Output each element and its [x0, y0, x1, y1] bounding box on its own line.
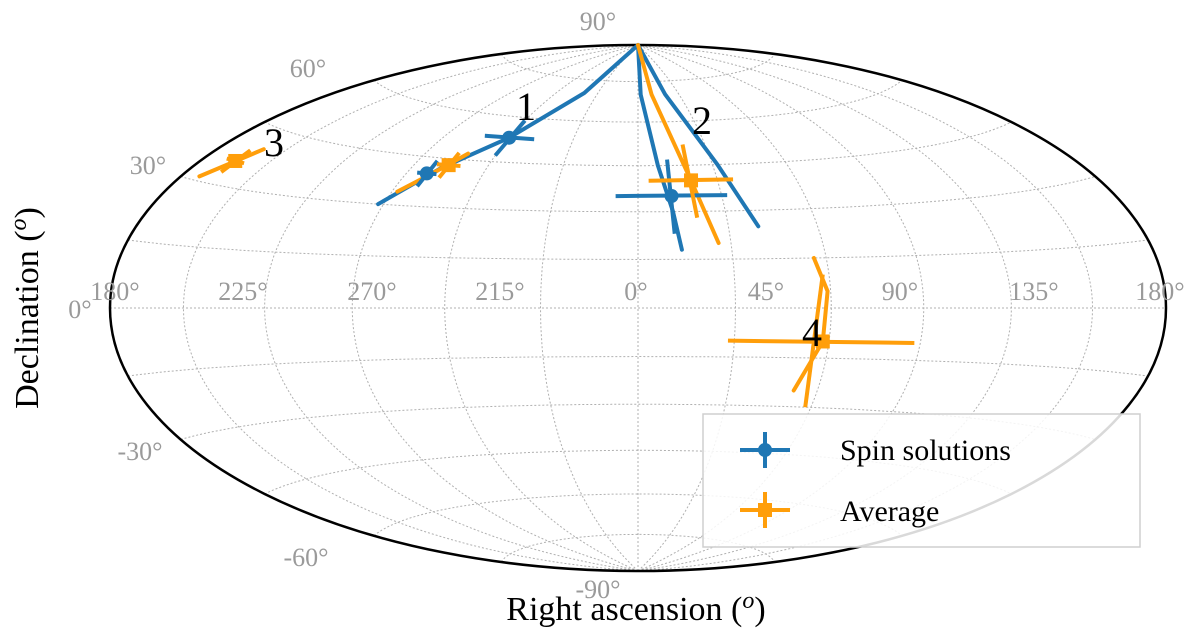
x-tick-90: 90°	[882, 277, 918, 306]
legend-label-spin: Spin solutions	[840, 434, 1011, 467]
average-track-2	[636, 43, 721, 245]
meridian-gridline	[444, 44, 639, 572]
average-point	[815, 334, 830, 349]
spin-track-2b	[636, 43, 761, 229]
solution-tracks	[197, 43, 830, 393]
average-point	[441, 158, 456, 173]
y-tick-0: 0°	[68, 295, 91, 324]
parallel-gridline	[127, 355, 1149, 377]
annotation-1: 1	[516, 84, 536, 129]
meridian-gridline	[351, 44, 639, 572]
meridian-gridline	[182, 44, 639, 572]
spin-track-2a	[636, 43, 684, 252]
x-tick-225: 225°	[218, 277, 267, 306]
data-marks	[219, 119, 915, 408]
y-tick-30: 30°	[130, 151, 166, 180]
legend: Spin solutions Average	[702, 413, 1141, 548]
average-point	[684, 173, 699, 188]
parallel-gridline	[373, 79, 903, 123]
y-tick-minus90: -90°	[575, 575, 620, 604]
spin-solution-point	[419, 166, 434, 181]
y-tick-60: 60°	[290, 54, 326, 83]
parallel-gridline	[500, 533, 776, 563]
x-tick-180-right: 180°	[1135, 277, 1184, 306]
meridian-gridline	[539, 44, 639, 572]
legend-frame	[702, 413, 1141, 548]
annotation-4: 4	[802, 310, 822, 355]
parallel-gridline	[264, 121, 1012, 167]
x-tick-215: 215°	[475, 277, 524, 306]
legend-marker-average	[740, 492, 790, 528]
y-tick-minus60: -60°	[283, 543, 328, 572]
x-tick-180-left: 180°	[90, 277, 139, 306]
legend-label-average: Average	[840, 495, 939, 528]
parallel-gridline	[180, 403, 1096, 440]
average-point	[228, 153, 243, 168]
y-tick-90: 90°	[580, 7, 616, 36]
spin-solution-point	[664, 189, 679, 204]
x-tick-45: 45°	[748, 277, 784, 306]
x-tick-0: 0°	[624, 277, 647, 306]
parallel-gridline	[127, 239, 1149, 261]
x-axis-label: Right ascension (o)	[506, 588, 765, 628]
legend-marker-spin	[740, 432, 790, 468]
spin-solution-point	[502, 130, 517, 145]
y-axis-label: Declination (o)	[6, 207, 46, 409]
annotation-2: 2	[692, 98, 712, 143]
annotation-3: 3	[264, 120, 284, 165]
errorbar-lat-1-3	[803, 274, 825, 408]
y-tick-minus30: -30°	[117, 437, 162, 466]
x-tick-135: 135°	[1009, 277, 1058, 306]
x-tick-270: 270°	[347, 277, 396, 306]
parallel-gridline	[500, 53, 776, 83]
parallel-gridline	[180, 176, 1096, 213]
